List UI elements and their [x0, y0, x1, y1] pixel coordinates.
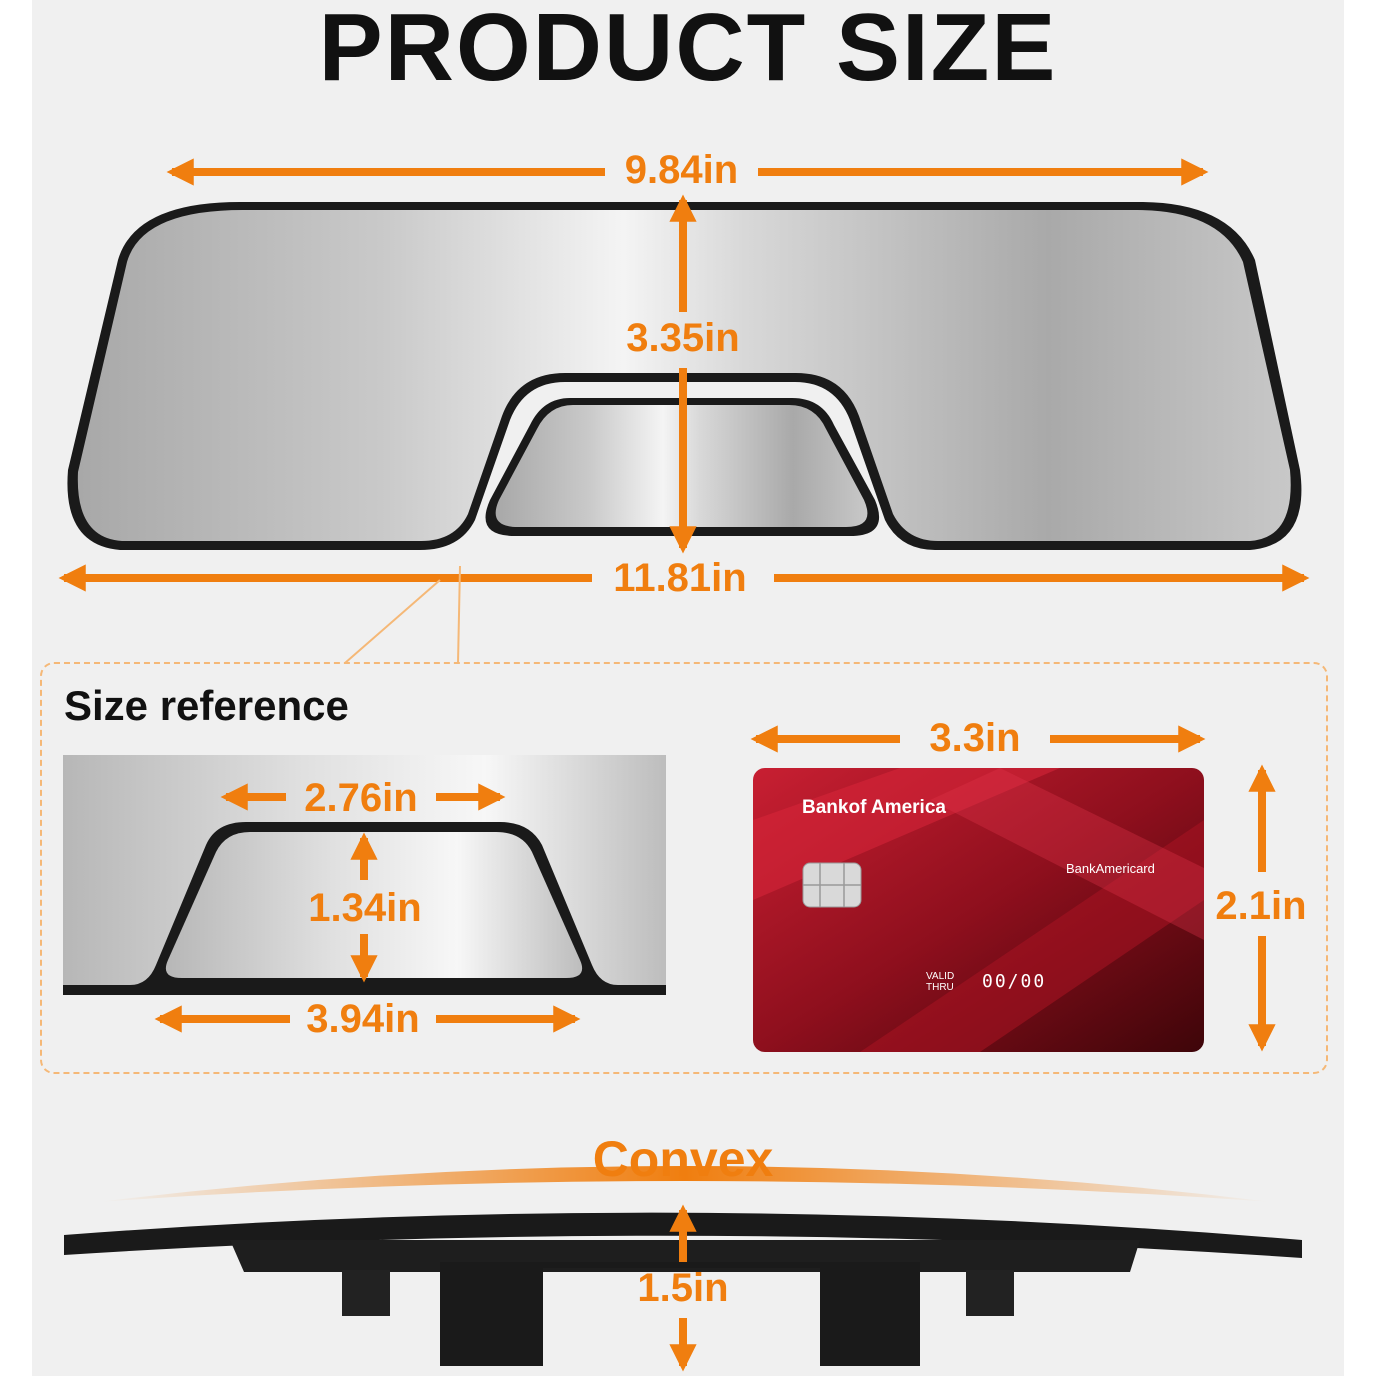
width-bottom-label: 11.81in [613, 556, 747, 600]
card-valid-label: VALID THRU [926, 971, 955, 993]
size-reference-heading: Size reference [64, 682, 349, 729]
convex-curve [98, 1166, 1272, 1202]
small-width-top-label: 2.76in [304, 776, 418, 820]
small-height-label: 1.34in [308, 886, 422, 930]
callout-line [344, 579, 441, 664]
card-width-label: 3.3in [929, 716, 1021, 760]
size-reference-box [40, 662, 1328, 1074]
card-bank-name: Bankof America [802, 797, 946, 818]
depth-label: 1.5in [637, 1266, 729, 1310]
reference-mirror-crop [63, 755, 666, 995]
page-title: PRODUCT SIZE [318, 0, 1058, 101]
small-width-bottom-label: 3.94in [306, 997, 420, 1041]
convex-label: Convex [592, 1131, 774, 1187]
callout-line [457, 565, 461, 664]
credit-card [753, 768, 1204, 1052]
card-product-name: BankAmericard [1066, 861, 1155, 876]
height-label: 3.35in [626, 316, 740, 360]
card-height-label: 2.1in [1215, 884, 1307, 928]
card-expiry: 00/00 [982, 971, 1047, 992]
width-top-label: 9.84in [624, 148, 739, 192]
